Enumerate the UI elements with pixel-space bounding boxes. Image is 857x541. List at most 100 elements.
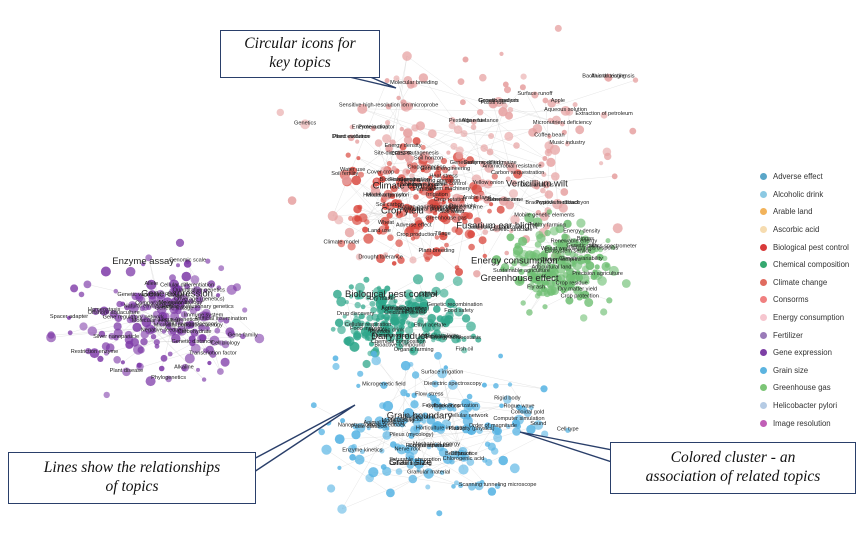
topic-node[interactable] — [381, 314, 386, 320]
topic-node[interactable] — [487, 487, 497, 496]
topic-node[interactable] — [190, 343, 201, 354]
topic-node[interactable] — [426, 179, 432, 185]
topic-node[interactable] — [441, 175, 446, 181]
topic-node[interactable] — [354, 301, 361, 309]
topic-node[interactable] — [518, 268, 525, 275]
topic-node[interactable] — [353, 312, 358, 317]
topic-node[interactable] — [524, 212, 535, 223]
topic-node[interactable] — [355, 423, 366, 433]
topic-node[interactable] — [561, 289, 566, 294]
topic-node[interactable] — [451, 164, 457, 170]
topic-node[interactable] — [544, 148, 553, 157]
topic-node[interactable] — [421, 412, 429, 420]
topic-node[interactable] — [478, 236, 487, 245]
topic-node[interactable] — [454, 265, 460, 270]
topic-node[interactable] — [409, 446, 419, 455]
topic-node[interactable] — [536, 260, 547, 271]
topic-node[interactable] — [632, 77, 639, 83]
topic-node[interactable] — [504, 250, 510, 256]
topic-node[interactable] — [480, 160, 487, 168]
topic-node[interactable] — [113, 356, 121, 364]
topic-node[interactable] — [600, 111, 608, 119]
topic-node[interactable] — [572, 102, 578, 108]
topic-node[interactable] — [430, 394, 437, 402]
topic-node[interactable] — [386, 160, 392, 167]
topic-node[interactable] — [368, 341, 375, 347]
topic-node[interactable] — [486, 148, 494, 156]
topic-node[interactable] — [507, 382, 513, 387]
topic-node[interactable] — [332, 362, 340, 371]
topic-node[interactable] — [440, 157, 447, 165]
topic-node[interactable] — [573, 285, 583, 295]
topic-node[interactable] — [154, 343, 160, 349]
topic-node[interactable] — [505, 176, 511, 182]
topic-node[interactable] — [468, 483, 476, 491]
topic-node[interactable] — [441, 419, 451, 429]
topic-node[interactable] — [435, 398, 440, 403]
topic-node[interactable] — [604, 73, 613, 82]
topic-node[interactable] — [406, 461, 415, 469]
topic-node[interactable] — [600, 308, 608, 316]
topic-node[interactable] — [452, 276, 463, 287]
topic-node[interactable] — [122, 367, 131, 377]
topic-node[interactable] — [587, 245, 596, 254]
topic-node[interactable] — [149, 326, 157, 334]
topic-node[interactable] — [150, 334, 157, 340]
topic-node[interactable] — [509, 463, 520, 474]
topic-node[interactable] — [366, 426, 371, 431]
topic-node[interactable] — [611, 173, 618, 180]
topic-node[interactable] — [376, 329, 384, 337]
topic-node[interactable] — [443, 365, 448, 370]
topic-node[interactable] — [347, 134, 355, 142]
topic-node[interactable] — [345, 152, 351, 158]
topic-node[interactable] — [333, 289, 342, 299]
topic-node[interactable] — [365, 331, 376, 342]
topic-node[interactable] — [412, 212, 418, 218]
topic-node[interactable] — [454, 480, 459, 486]
topic-node[interactable] — [597, 247, 604, 253]
topic-node[interactable] — [539, 212, 549, 221]
topic-node[interactable] — [448, 122, 456, 130]
topic-node[interactable] — [349, 454, 356, 461]
topic-node[interactable] — [482, 253, 487, 259]
topic-node[interactable] — [479, 73, 487, 82]
topic-node[interactable] — [604, 263, 610, 268]
topic-node[interactable] — [190, 275, 200, 284]
topic-node[interactable] — [405, 333, 412, 340]
topic-node[interactable] — [519, 84, 526, 91]
topic-node[interactable] — [126, 316, 134, 324]
topic-node[interactable] — [581, 265, 589, 273]
topic-node[interactable] — [558, 203, 568, 213]
topic-node[interactable] — [481, 382, 487, 388]
topic-node[interactable] — [353, 330, 362, 339]
topic-node[interactable] — [413, 178, 421, 186]
topic-node[interactable] — [170, 311, 180, 321]
topic-node[interactable] — [396, 342, 403, 350]
topic-node[interactable] — [466, 321, 476, 332]
topic-node[interactable] — [349, 294, 354, 299]
topic-node[interactable] — [519, 406, 527, 414]
topic-node[interactable] — [365, 321, 370, 327]
topic-node[interactable] — [526, 309, 533, 316]
topic-node[interactable] — [385, 103, 392, 110]
topic-node[interactable] — [461, 457, 466, 462]
topic-node[interactable] — [444, 242, 449, 248]
topic-node[interactable] — [461, 347, 468, 354]
topic-node[interactable] — [369, 300, 376, 307]
topic-node[interactable] — [357, 103, 368, 114]
topic-node[interactable] — [462, 56, 469, 63]
topic-node[interactable] — [113, 322, 122, 331]
topic-node[interactable] — [209, 350, 217, 358]
topic-node[interactable] — [355, 253, 363, 261]
topic-node[interactable] — [120, 301, 125, 307]
topic-node[interactable] — [120, 360, 125, 365]
topic-node[interactable] — [467, 428, 474, 435]
topic-node[interactable] — [363, 276, 370, 283]
topic-node[interactable] — [421, 163, 432, 174]
topic-node[interactable] — [368, 467, 379, 478]
topic-node[interactable] — [400, 389, 408, 397]
topic-node[interactable] — [404, 326, 414, 335]
topic-node[interactable] — [431, 422, 441, 433]
topic-node[interactable] — [442, 166, 449, 174]
topic-node[interactable] — [526, 424, 536, 435]
